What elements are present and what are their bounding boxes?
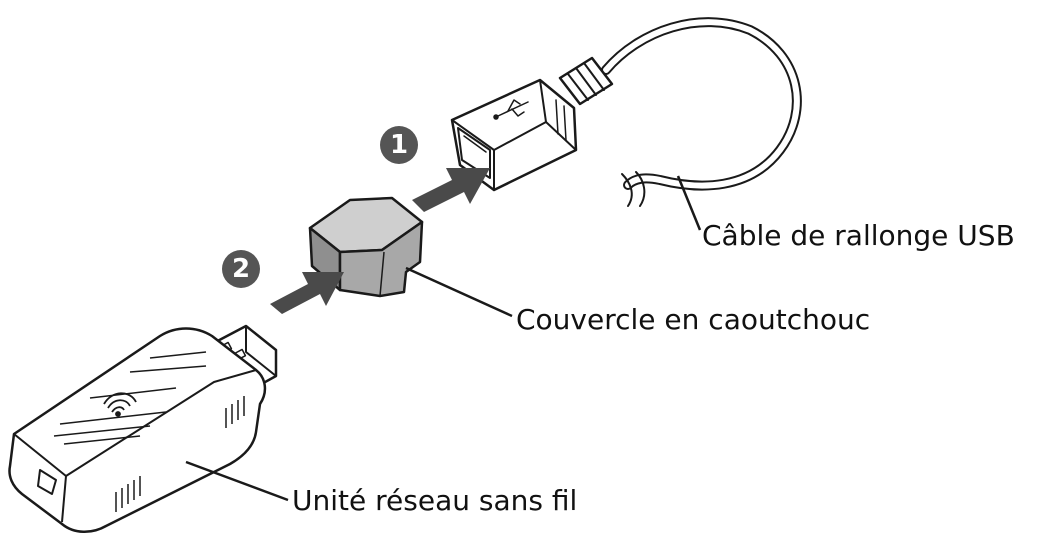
arrow-step-1 xyxy=(412,168,490,212)
rubber-cover-side xyxy=(338,220,424,298)
wifi-signal-icon xyxy=(103,392,137,417)
usb-extension-cable xyxy=(450,17,802,207)
unit-side-vents xyxy=(115,396,245,512)
wireless-lan-unit xyxy=(8,324,278,533)
rubber-cover xyxy=(308,196,424,298)
usb-trident-icon xyxy=(493,99,529,120)
wireless-unit-label: Unité réseau sans fil xyxy=(292,484,578,517)
step-2-badge: 2 xyxy=(231,254,251,284)
unit-top-lines xyxy=(53,351,207,445)
arrow-step-2 xyxy=(270,272,344,314)
unit-notch xyxy=(37,469,57,495)
usb-port-opening xyxy=(457,127,491,179)
cable-leader-line xyxy=(676,175,702,231)
step-2-circle xyxy=(222,250,260,288)
cable-cut-mark xyxy=(621,173,633,207)
cover-leader-line xyxy=(405,266,513,318)
usb-cable-label: Câble de rallonge USB xyxy=(702,219,1015,252)
rubber-cover-label: Couvercle en caoutchouc xyxy=(516,303,871,336)
step-1-badge: 1 xyxy=(389,130,409,160)
unit-leader-line xyxy=(185,460,289,502)
step-1-circle xyxy=(380,126,418,164)
